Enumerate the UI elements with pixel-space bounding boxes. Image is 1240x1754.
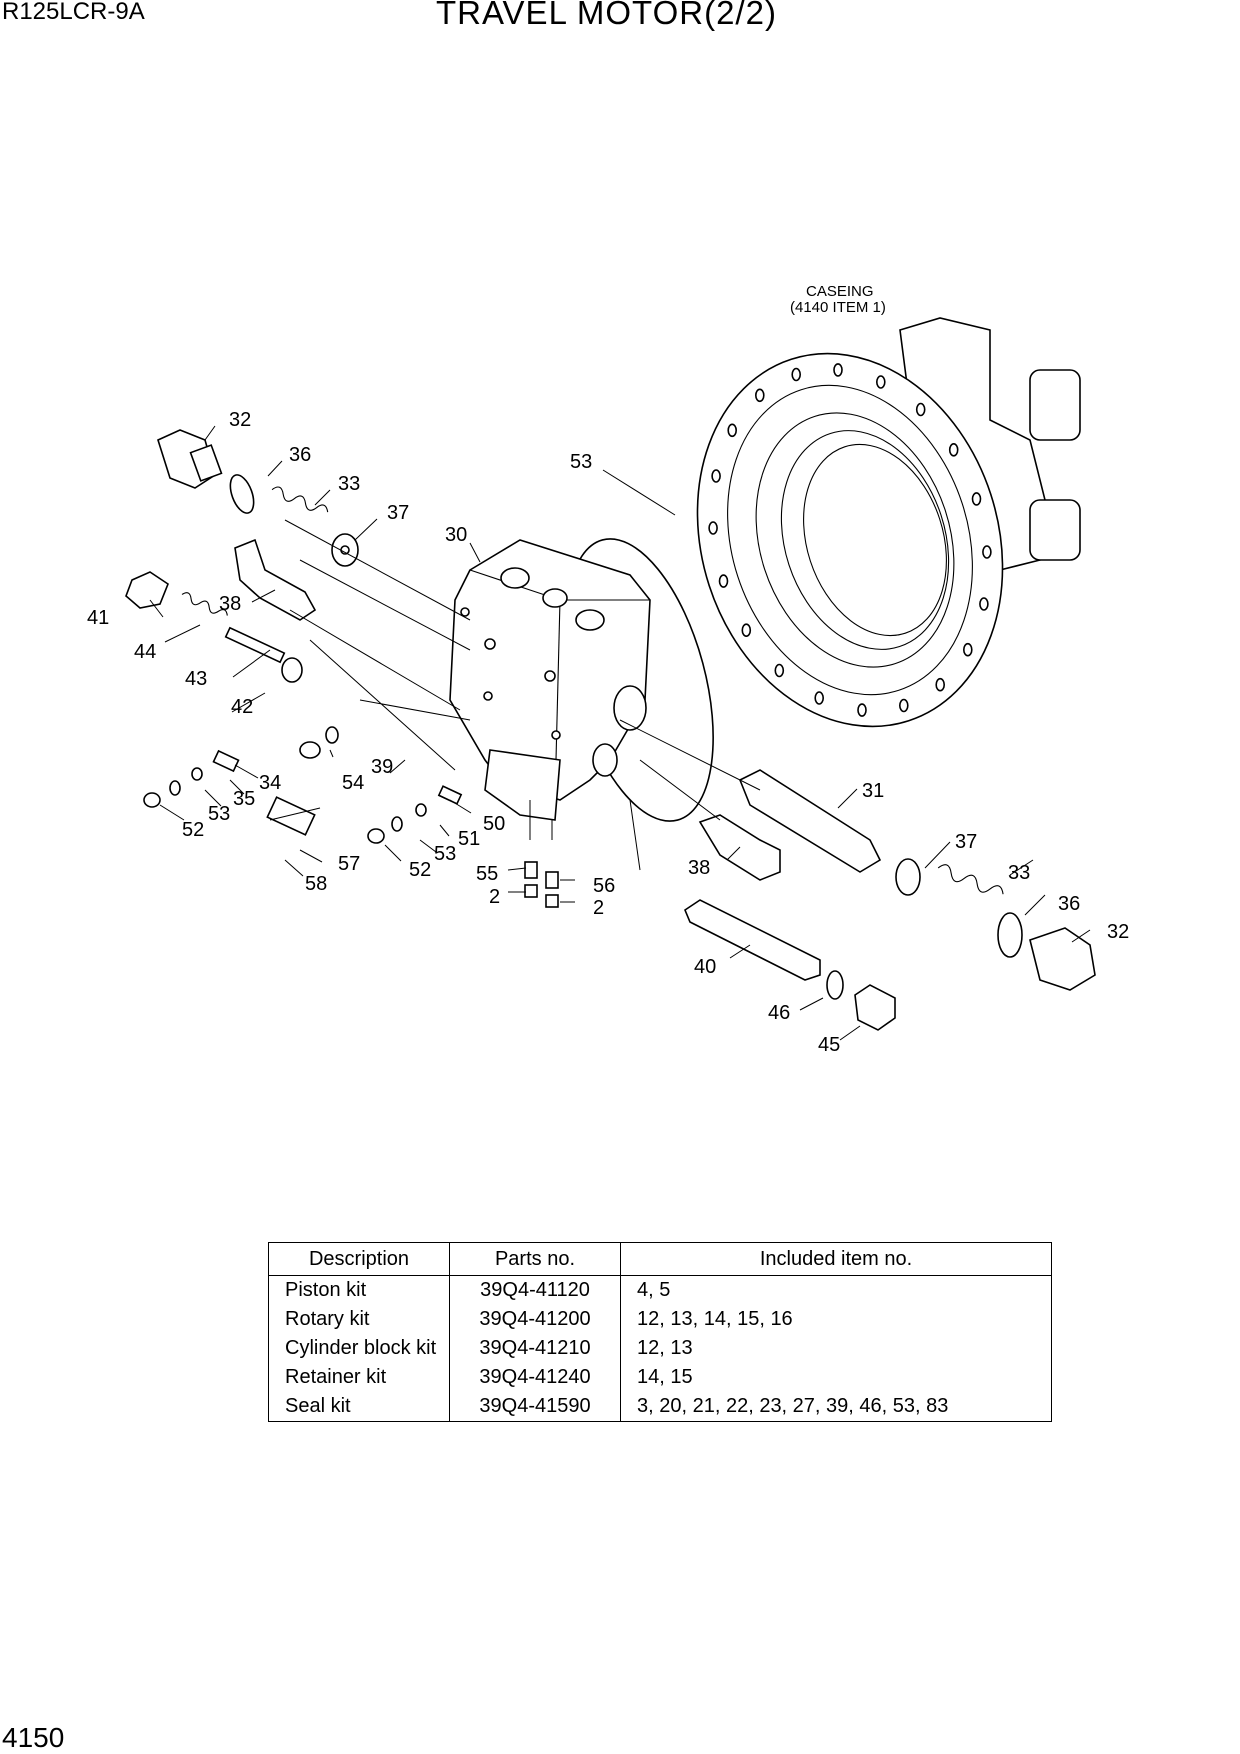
- callout-2-left: 2: [489, 886, 500, 908]
- bolt-hole: [833, 363, 843, 377]
- bolt-hole: [814, 691, 825, 705]
- callout-leaders: [149, 425, 1091, 1041]
- table-row: Seal kit 39Q4-41590 3, 20, 21, 22, 23, 2…: [268, 1392, 1052, 1422]
- bolt-hole: [982, 545, 992, 559]
- callout-58: 58: [305, 873, 327, 895]
- callout-37-right: 37: [955, 831, 977, 853]
- casing-drawing: [696, 317, 1081, 728]
- column-header-parts-no: Parts no.: [449, 1242, 621, 1276]
- bolt-hole: [979, 597, 989, 611]
- callout-36-right: 36: [1058, 893, 1080, 915]
- callout-44: 44: [134, 641, 156, 663]
- callout-53-top: 53: [570, 451, 592, 473]
- bolt-hole: [727, 423, 738, 438]
- bolt-hole: [935, 677, 946, 692]
- callout-34: 34: [259, 772, 281, 794]
- callout-38-left: 38: [219, 593, 241, 615]
- cell-included-items: 4, 5: [620, 1275, 1052, 1305]
- callout-30: 30: [445, 524, 467, 546]
- callout-2-right: 2: [593, 897, 604, 919]
- bolt-hole: [915, 402, 926, 417]
- bolt-hole: [791, 367, 802, 382]
- casing-note-line1: CASEING: [806, 283, 874, 300]
- valve-block-drawing: [449, 538, 714, 822]
- callout-52-left: 52: [182, 819, 204, 841]
- kit-table: Description Parts no. Included item no. …: [268, 1242, 1052, 1422]
- cell-description: Piston kit: [268, 1275, 450, 1305]
- bolt-hole: [875, 375, 886, 389]
- bolt-hole: [754, 388, 765, 403]
- callout-51: 51: [458, 828, 480, 850]
- column-header-included-items: Included item no.: [620, 1242, 1052, 1276]
- callout-32-right: 32: [1107, 921, 1129, 943]
- bolt-hole: [898, 698, 909, 713]
- bolt-hole: [948, 442, 959, 457]
- right-parts-drawing: [619, 719, 1096, 1031]
- table-header-row: Description Parts no. Included item no.: [268, 1242, 1052, 1276]
- bolt-hole: [718, 574, 729, 588]
- left-parts-drawing: [125, 429, 641, 908]
- bolt-hole: [971, 492, 982, 506]
- callout-41: 41: [87, 607, 109, 629]
- table-row: Cylinder block kit 39Q4-41210 12, 13: [268, 1334, 1052, 1363]
- callout-53-left: 53: [208, 803, 230, 825]
- callout-54: 54: [342, 772, 364, 794]
- cell-included-items: 14, 15: [620, 1363, 1052, 1392]
- callout-50: 50: [483, 813, 505, 835]
- callout-57: 57: [338, 853, 360, 875]
- model-number: R125LCR-9A: [2, 0, 145, 25]
- callout-55: 55: [476, 863, 498, 885]
- cell-parts-no: 39Q4-41200: [449, 1305, 621, 1334]
- cell-description: Cylinder block kit: [268, 1334, 450, 1363]
- callout-52-mid: 52: [409, 859, 431, 881]
- table-row: Retainer kit 39Q4-41240 14, 15: [268, 1363, 1052, 1392]
- callout-56: 56: [593, 875, 615, 897]
- cell-parts-no: 39Q4-41590: [449, 1392, 621, 1422]
- cell-included-items: 12, 13: [620, 1334, 1052, 1363]
- callout-40: 40: [694, 956, 716, 978]
- exploded-parts-diagram: CASEING (4140 ITEM 1): [87, 283, 1129, 1056]
- cell-included-items: 12, 13, 14, 15, 16: [620, 1305, 1052, 1334]
- callout-labels: 32 36 33 37 30 53 41 38 44 43 42 39 54 3…: [87, 409, 1129, 1056]
- bolt-hole: [741, 623, 752, 638]
- callout-35: 35: [233, 788, 255, 810]
- cell-description: Seal kit: [268, 1392, 450, 1422]
- bolt-hole: [774, 663, 785, 678]
- cell-parts-no: 39Q4-41210: [449, 1334, 621, 1363]
- bolt-hole: [711, 469, 721, 483]
- bolt-hole: [857, 703, 867, 717]
- bolt-hole: [708, 521, 718, 535]
- page-title: TRAVEL MOTOR(2/2): [436, 0, 777, 31]
- cell-description: Retainer kit: [268, 1363, 450, 1392]
- cell-parts-no: 39Q4-41120: [449, 1275, 621, 1305]
- cell-parts-no: 39Q4-41240: [449, 1363, 621, 1392]
- column-header-description: Description: [268, 1242, 450, 1276]
- callout-37-left: 37: [387, 502, 409, 524]
- cell-description: Rotary kit: [268, 1305, 450, 1334]
- table-row: Rotary kit 39Q4-41200 12, 13, 14, 15, 16: [268, 1305, 1052, 1334]
- page-number: 4150: [2, 1722, 65, 1753]
- callout-32-left: 32: [229, 409, 251, 431]
- callout-46: 46: [768, 1002, 790, 1024]
- casing-note-line2: (4140 ITEM 1): [790, 299, 886, 316]
- table-row: Piston kit 39Q4-41120 4, 5: [268, 1275, 1052, 1305]
- callout-33-left: 33: [338, 473, 360, 495]
- callout-42: 42: [231, 696, 253, 718]
- callout-39: 39: [371, 756, 393, 778]
- cell-included-items: 3, 20, 21, 22, 23, 27, 39, 46, 53, 83: [620, 1392, 1052, 1422]
- callout-38-right: 38: [688, 857, 710, 879]
- callout-36-left: 36: [289, 444, 311, 466]
- callout-33-right: 33: [1008, 862, 1030, 884]
- callout-43: 43: [185, 668, 207, 690]
- callout-31: 31: [862, 780, 884, 802]
- callout-45: 45: [818, 1034, 840, 1056]
- bolt-hole: [962, 642, 973, 657]
- callout-53-mid: 53: [434, 843, 456, 865]
